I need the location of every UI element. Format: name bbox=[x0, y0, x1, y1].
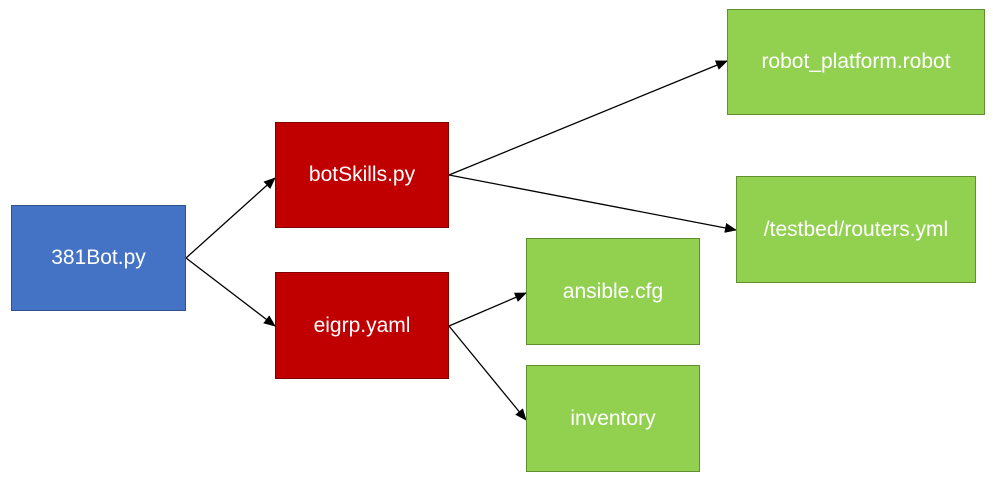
edge-bot-to-eigrp bbox=[185, 257, 276, 327]
edge-skills-to-robot bbox=[448, 60, 728, 176]
edge-bot-to-skills bbox=[185, 177, 276, 259]
node-label-ansible: ansible.cfg bbox=[562, 279, 664, 303]
node-botskills: botSkills.py bbox=[275, 122, 449, 228]
node-inventory: inventory bbox=[526, 365, 700, 472]
node-label-robot-platform: robot_platform.robot bbox=[761, 50, 951, 73]
node-label-inventory: inventory bbox=[570, 406, 656, 430]
node-label-eigrp: eigrp.yaml bbox=[313, 313, 411, 337]
node-routers: /testbed/routers.yml bbox=[736, 176, 976, 283]
edge-eigrp-to-ansible bbox=[448, 292, 527, 327]
node-label-381bot: 381Bot.py bbox=[51, 246, 146, 269]
node-robot-platform: robot_platform.robot bbox=[727, 9, 985, 115]
node-ansible: ansible.cfg bbox=[526, 238, 700, 345]
edge-eigrp-to-inventory bbox=[448, 325, 527, 421]
node-label-routers: /testbed/routers.yml bbox=[763, 217, 949, 241]
edge-skills-to-routers bbox=[448, 174, 737, 233]
node-eigrp: eigrp.yaml bbox=[275, 272, 449, 379]
node-381bot: 381Bot.py bbox=[11, 205, 186, 311]
node-label-botskills: botSkills.py bbox=[308, 163, 416, 186]
